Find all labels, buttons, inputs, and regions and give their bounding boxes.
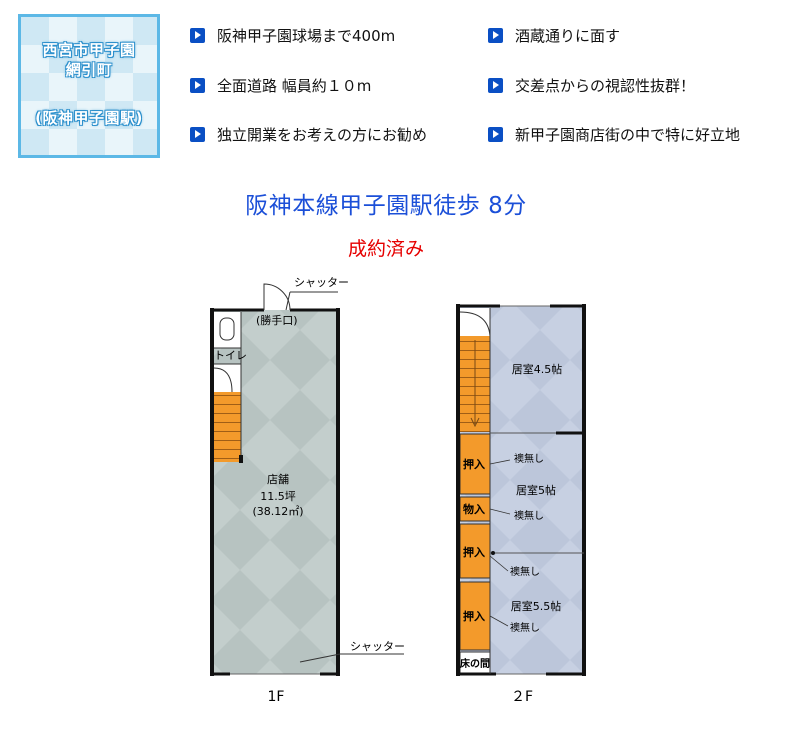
play-bullet-icon xyxy=(190,127,205,142)
room-1-label: 居室4.5帖 xyxy=(512,362,563,376)
feature-visibility: 交差点からの視認性抜群！ xyxy=(488,76,695,96)
feature-independent-business: 独立開業をお考えの方にお勧め xyxy=(190,125,427,145)
post xyxy=(491,551,495,555)
kitchen-door-label: (勝手口) xyxy=(256,313,298,327)
play-bullet-icon xyxy=(488,78,503,93)
storage-closet xyxy=(459,496,491,522)
shutter-top-label: シャッター xyxy=(294,276,349,289)
room-3-label: 居室5.5帖 xyxy=(511,599,562,613)
room-2-label: 居室5帖 xyxy=(516,483,556,497)
play-bullet-icon xyxy=(190,78,205,93)
floor-2-plan: 居室4.5帖 居室5帖 居室5.5帖 襖無し 襖無し 襖無し 襖無し 押入 物入… xyxy=(456,304,586,705)
area-badge: 西宮市甲子園 網引町 (阪神甲子園駅) xyxy=(18,14,160,158)
arrow-down-icon xyxy=(470,417,480,428)
play-bullet-icon xyxy=(488,127,503,142)
shutter-leader xyxy=(285,291,291,311)
leader-line xyxy=(489,459,511,465)
shutter-bottom-label: シャッター xyxy=(350,640,405,653)
fusuma-note-3: 襖無し xyxy=(510,565,540,578)
post xyxy=(239,455,243,463)
leader-line xyxy=(489,555,509,572)
feature-sakagura-street: 酒蔵通りに面す xyxy=(488,26,620,46)
oshiire-closet-3 xyxy=(459,581,491,651)
oshiire-3-label: 押入 xyxy=(463,609,485,623)
tokonoma-label: 床の間 xyxy=(460,657,490,670)
feature-road-width: 全面道路 幅員約１０m xyxy=(190,76,371,96)
leader-line xyxy=(489,508,511,515)
oshiire-closet-2 xyxy=(459,523,491,579)
badge-city: 西宮市甲子園 xyxy=(42,41,136,59)
floor-2-label: ２F xyxy=(511,689,533,705)
staircase-1f xyxy=(214,392,241,462)
oshiire-2-label: 押入 xyxy=(463,545,485,559)
oshiire-closet-1 xyxy=(459,433,491,495)
storage-label: 物入 xyxy=(463,502,485,516)
shutter-leader xyxy=(299,653,341,663)
leader-line xyxy=(489,615,509,627)
toilet-label: トイレ xyxy=(214,349,247,362)
shop-label: 店舗 xyxy=(267,472,289,486)
oshiire-1-label: 押入 xyxy=(463,457,485,471)
feature-good-location: 新甲子園商店街の中で特に好立地 xyxy=(488,125,740,145)
door-swing-icon xyxy=(263,283,291,311)
floor-1-plan: シャッター (勝手口) トイレ 店舗 11.5坪 (38.12㎡) シャッター … xyxy=(210,276,405,705)
fusuma-note-4: 襖無し xyxy=(510,621,540,634)
floor-1-label: 1F xyxy=(268,689,285,705)
badge-town: 網引町 xyxy=(65,61,113,79)
station-walk-headline: 阪神本線甲子園駅徒歩 8分 xyxy=(245,193,527,219)
stair-curve xyxy=(459,311,491,337)
play-bullet-icon xyxy=(488,28,503,43)
toilet-icon xyxy=(219,317,235,341)
status-sold-label: 成約済み xyxy=(347,238,424,260)
shop-area-tsubo: 11.5坪 xyxy=(260,490,296,503)
fusuma-note-1: 襖無し xyxy=(514,452,544,465)
stair-curve xyxy=(213,367,233,393)
fusuma-note-2: 襖無し xyxy=(514,509,544,522)
badge-station: (阪神甲子園駅) xyxy=(35,109,143,127)
feature-stadium-distance: 阪神甲子園球場まで400m xyxy=(190,26,395,46)
play-bullet-icon xyxy=(190,28,205,43)
shop-area-m2: (38.12㎡) xyxy=(252,505,303,518)
